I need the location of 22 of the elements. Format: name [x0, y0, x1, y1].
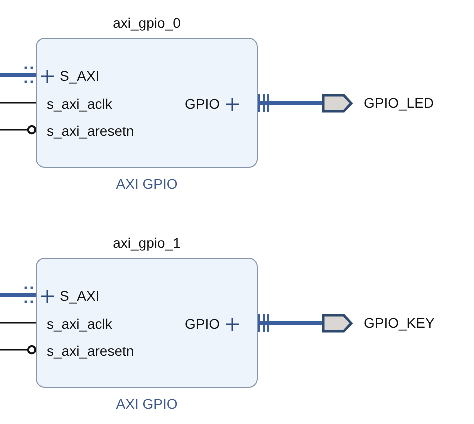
wire [0, 125, 37, 135]
pin-label: s_axi_aresetn [47, 343, 134, 359]
block-name: axi_gpio_1 [112, 235, 182, 251]
bus-connector [0, 66, 36, 84]
wire [0, 322, 36, 324]
bus-connector [258, 313, 322, 333]
port-label: GPIO_LED [364, 95, 434, 111]
block-name: axi_gpio_0 [112, 15, 182, 31]
pin-label: s_axi_aclk [47, 316, 112, 332]
pin-label: S_AXI [60, 68, 100, 84]
pin-label: s_axi_aclk [47, 96, 112, 112]
wire [0, 102, 36, 104]
pin-label: GPIO [185, 316, 220, 332]
port-label: GPIO_KEY [364, 315, 435, 331]
block-type: AXI GPIO [115, 396, 179, 412]
wire [0, 345, 37, 355]
pin-label: s_axi_aresetn [47, 123, 134, 139]
bus-connector [258, 93, 322, 113]
pin-label: S_AXI [60, 288, 100, 304]
bus-connector [0, 286, 36, 304]
pin-label: GPIO [185, 96, 220, 112]
block-type: AXI GPIO [115, 176, 179, 192]
